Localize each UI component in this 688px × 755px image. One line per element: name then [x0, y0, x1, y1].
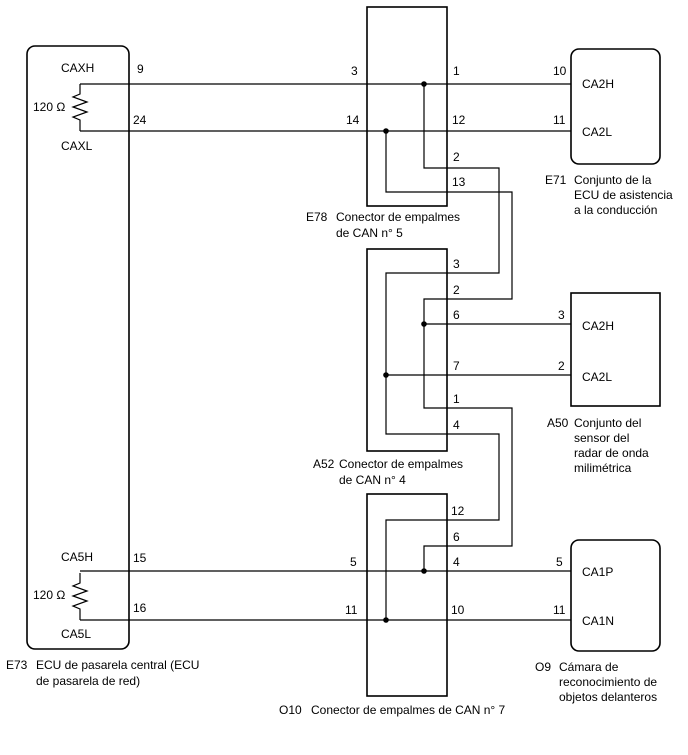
wire-o10-internal-l — [385, 519, 447, 620]
wire-e78-internal-l — [385, 131, 447, 193]
e78-pin-3: 3 — [351, 64, 358, 78]
a52-name-line1: Conector de empalmes — [339, 457, 463, 471]
front-camera-box — [570, 539, 661, 652]
resistor-bottom-icon — [71, 573, 89, 620]
a50-name-line4: milimétrica — [574, 461, 632, 475]
e73-pin-ca5h: 15 — [133, 551, 147, 565]
a52-pin-1: 1 — [453, 392, 460, 406]
o10-code: O10 — [279, 703, 302, 717]
wire-e78-internal-h — [423, 84, 447, 169]
e71-terminal-l: CA2L — [582, 125, 612, 139]
o10-pin-4: 4 — [453, 555, 460, 569]
a52-name-line2: de CAN n° 4 — [339, 473, 406, 487]
e73-resistor-bottom-label: 120 Ω — [33, 588, 65, 602]
a52-pin-2: 2 — [453, 283, 460, 297]
e71-pin-h: 10 — [553, 64, 567, 78]
wire-a52p1-o10p6 — [447, 407, 513, 547]
o9-pin-h: 5 — [556, 555, 563, 569]
o9-code: O9 — [535, 660, 551, 674]
e71-pin-l: 11 — [553, 113, 566, 127]
connector-e78-box — [366, 6, 448, 207]
resistor-top-icon — [71, 84, 89, 131]
e78-pin-2: 2 — [453, 150, 460, 164]
e73-resistor-top-label: 120 Ω — [33, 100, 65, 114]
a50-code: A50 — [547, 416, 569, 430]
e73-name-line2: de pasarela de red) — [36, 674, 140, 688]
a52-pin-6: 6 — [453, 308, 460, 322]
o10-pin-10: 10 — [451, 603, 465, 617]
e71-name-line3: a la conducción — [574, 203, 657, 217]
a50-terminal-h: CA2H — [582, 319, 614, 333]
connector-o10-box — [366, 493, 448, 697]
o10-pin-12: 12 — [451, 504, 465, 518]
radar-sensor-box — [570, 292, 661, 407]
a52-pin-7: 7 — [453, 359, 460, 373]
e73-terminal-ca5h: CA5H — [61, 550, 93, 564]
e73-pin-caxl: 24 — [133, 113, 147, 127]
wire-a52-internal-l — [385, 272, 447, 435]
wire-e78p13-a52p2 — [447, 191, 513, 300]
e73-code: E73 — [6, 658, 28, 672]
splice-dot — [383, 372, 389, 378]
o10-name-line1: Conector de empalmes de CAN n° 7 — [311, 703, 506, 717]
o10-pin-5: 5 — [350, 555, 357, 569]
o9-name-line3: objetos delanteros — [559, 690, 657, 704]
a50-terminal-l: CA2L — [582, 370, 612, 384]
e71-name-line2: ECU de asistencia — [574, 188, 673, 202]
a50-name-line2: sensor del — [574, 431, 629, 445]
e73-terminal-caxl: CAXL — [61, 139, 93, 153]
a50-pin-h: 3 — [558, 308, 565, 322]
e71-terminal-h: CA2H — [582, 77, 614, 91]
o9-name-line1: Cámara de — [559, 660, 619, 674]
a50-pin-l: 2 — [558, 359, 565, 373]
e71-code: E71 — [545, 173, 567, 187]
a52-pin-4: 4 — [453, 418, 460, 432]
wire-a52p4-o10p12 — [447, 433, 500, 521]
connector-a52-box — [366, 248, 448, 452]
gateway-ecu-box — [26, 45, 130, 650]
e73-terminal-caxh: CAXH — [61, 61, 94, 75]
splice-dot — [383, 128, 389, 134]
splice-dot — [421, 321, 427, 327]
e78-name-line1: Conector de empalmes — [336, 210, 460, 224]
e71-name-line1: Conjunto de la — [574, 173, 652, 187]
driving-assist-ecu-box — [570, 48, 661, 165]
e73-terminal-ca5l: CA5L — [61, 627, 91, 641]
wire-o10-internal-h — [423, 545, 447, 571]
wire-a52-internal-h — [423, 298, 447, 409]
a50-name-line1: Conjunto del — [574, 416, 641, 430]
wire-e78p2-a52p3 — [447, 167, 500, 274]
splice-dot — [421, 81, 427, 87]
e73-name-line1: ECU de pasarela central (ECU — [36, 658, 199, 672]
splice-dot — [383, 617, 389, 623]
e73-pin-ca5l: 16 — [133, 601, 147, 615]
o10-pin-6: 6 — [453, 530, 460, 544]
e78-pin-12: 12 — [452, 113, 466, 127]
e78-name-line2: de CAN n° 5 — [336, 226, 403, 240]
e78-code: E78 — [306, 210, 328, 224]
a52-pin-3: 3 — [453, 257, 460, 271]
splice-dot — [421, 568, 427, 574]
e78-pin-13: 13 — [452, 175, 466, 189]
e73-pin-caxh: 9 — [137, 62, 144, 76]
o9-terminal-h: CA1P — [582, 565, 613, 579]
o9-pin-l: 11 — [553, 603, 566, 617]
e78-pin-1: 1 — [453, 64, 460, 78]
a52-code: A52 — [313, 457, 335, 471]
o9-terminal-l: CA1N — [582, 614, 614, 628]
o9-name-line2: reconocimiento de — [559, 675, 657, 689]
o10-pin-11: 11 — [345, 603, 358, 617]
e78-pin-14: 14 — [346, 113, 360, 127]
a50-name-line3: radar de onda — [574, 446, 649, 460]
